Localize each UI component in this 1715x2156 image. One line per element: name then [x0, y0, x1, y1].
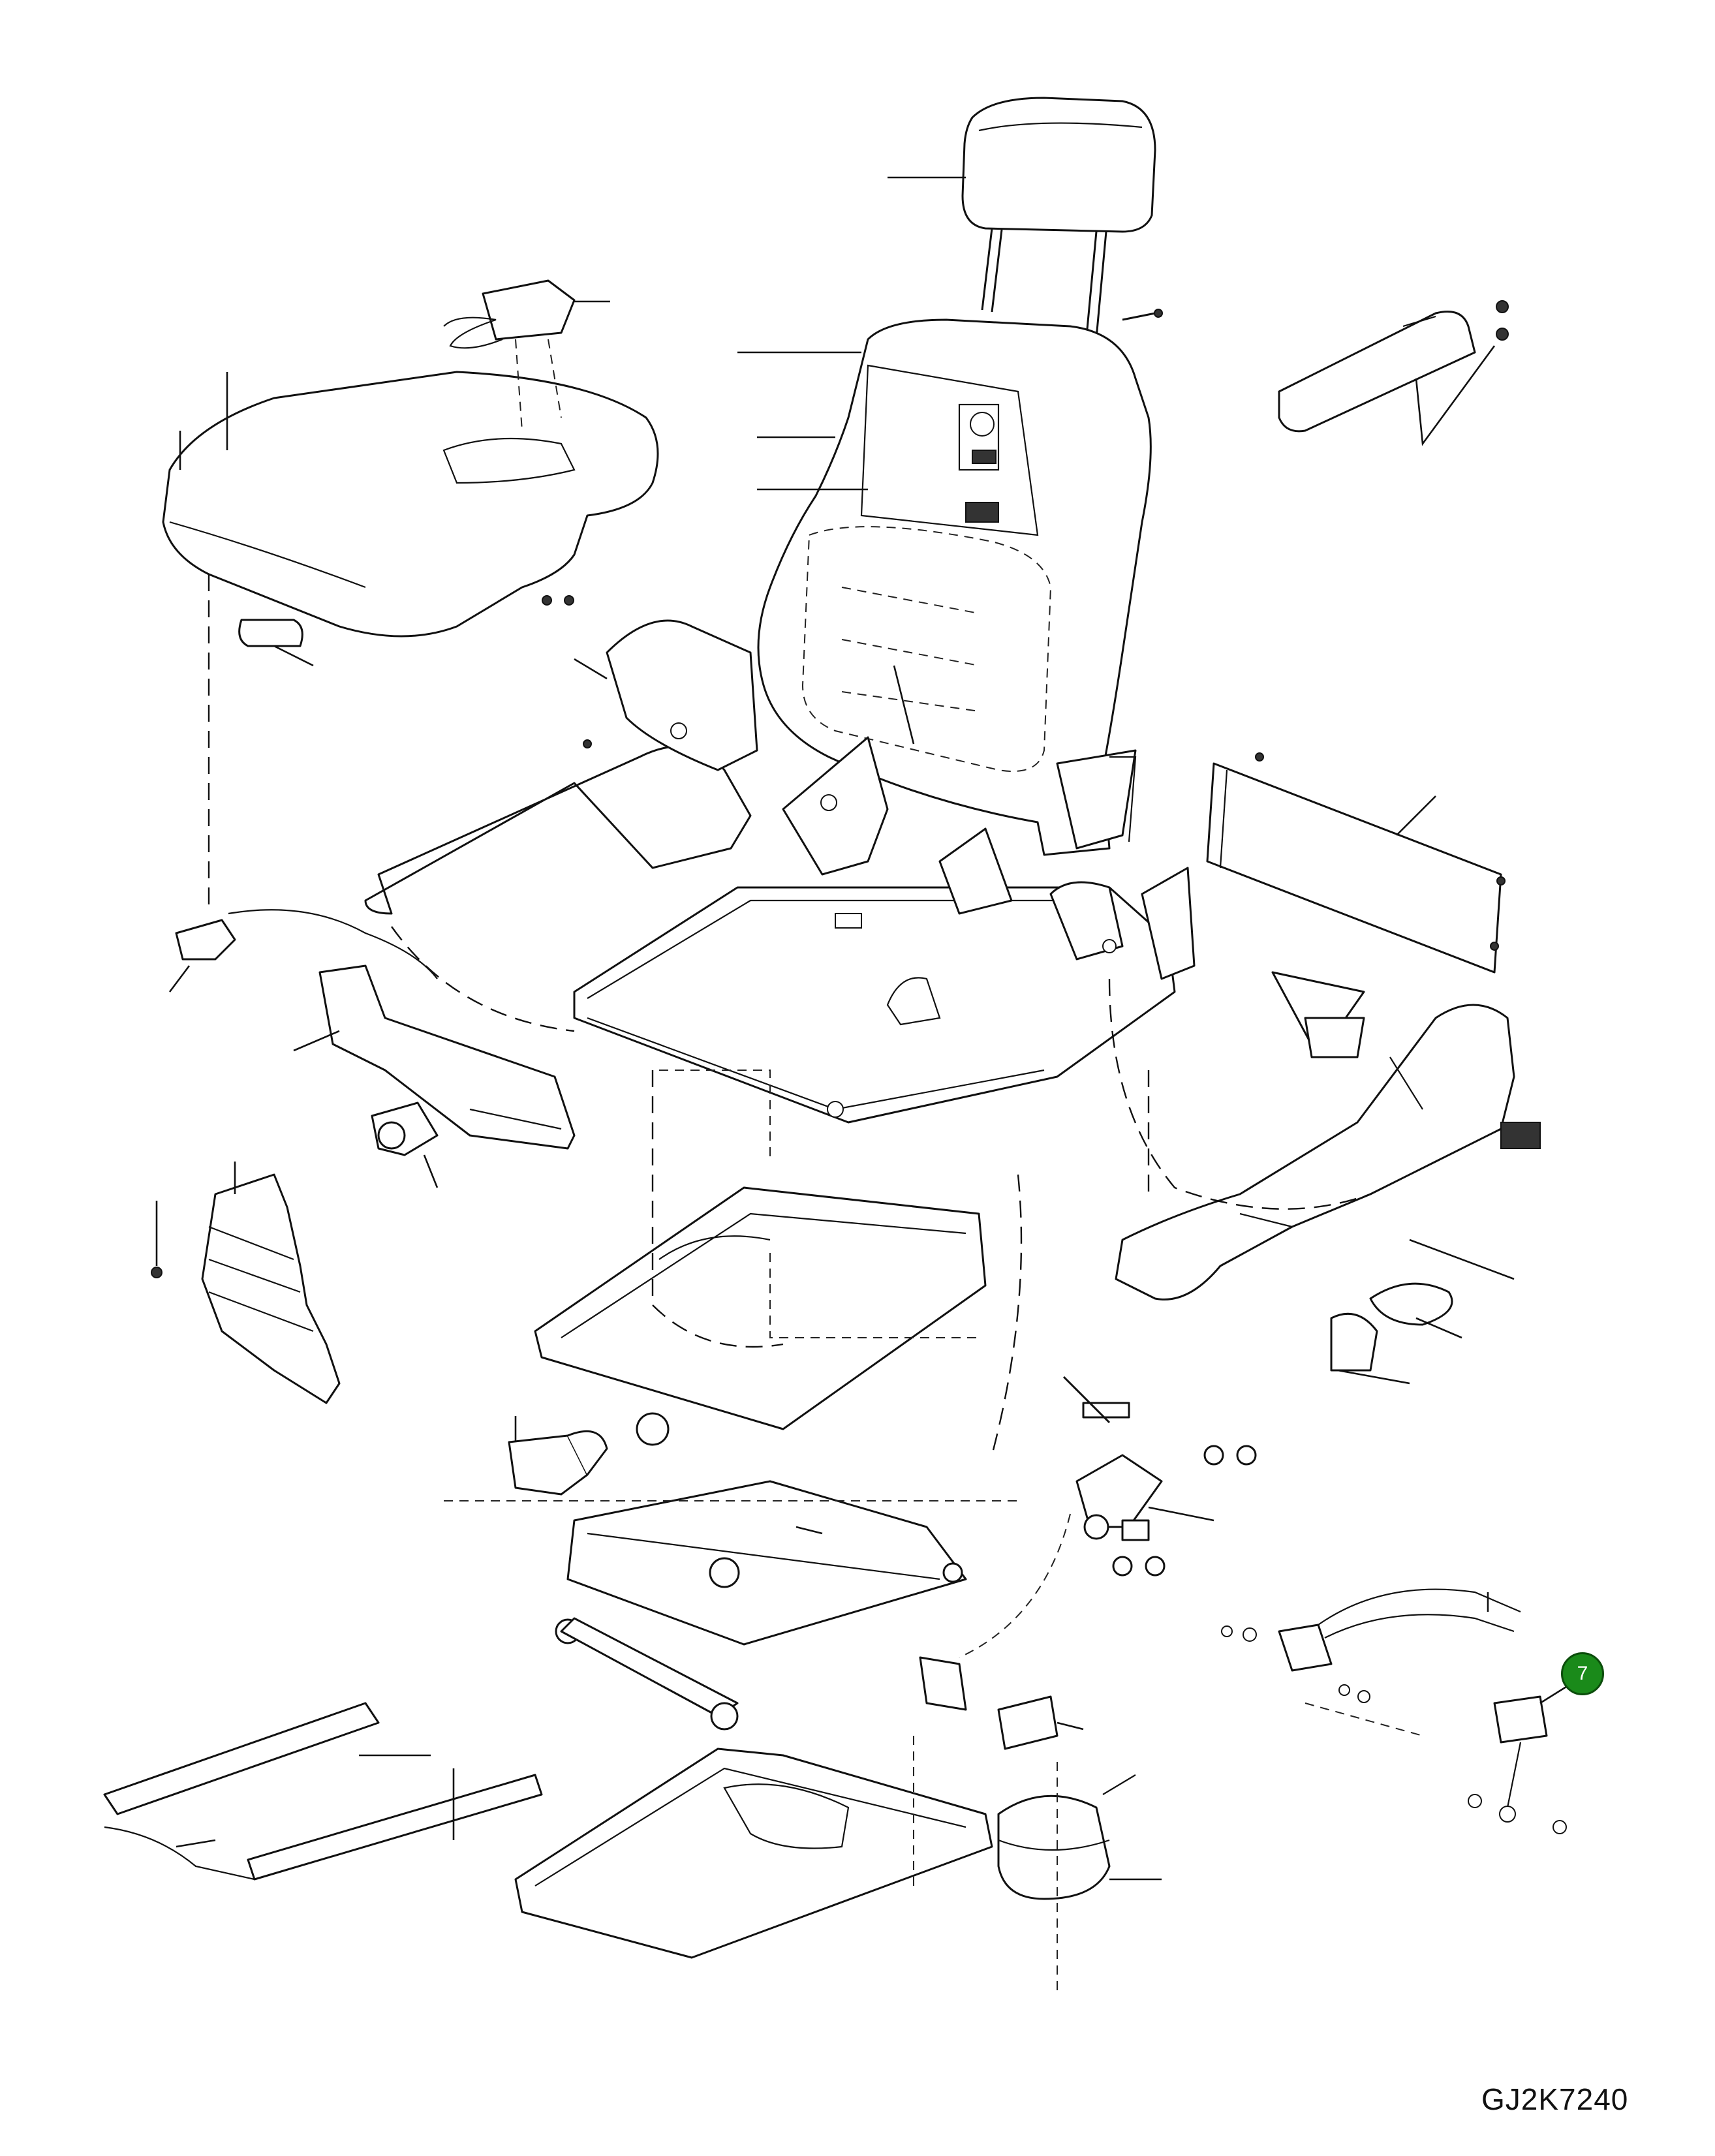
callout-label: 7: [1577, 1663, 1588, 1684]
lumbar-knob: [371, 1101, 439, 1156]
right-console: [1115, 1004, 1541, 1301]
scissor-mechanism: [555, 1480, 967, 1731]
drawing-code: GJ2K7240: [1481, 2082, 1629, 2116]
console-control: [1330, 1282, 1453, 1372]
leader-shock-absorber: [1148, 1506, 1214, 1522]
part-callout-7[interactable]: 7: [1561, 1652, 1604, 1695]
rear-cover-panel: [1206, 752, 1506, 974]
seat-belt: [1221, 1588, 1521, 1703]
leader-slide-rail-wire: [176, 1839, 216, 1848]
leader-armrest: [1415, 345, 1496, 446]
seat-cushion: [162, 371, 659, 638]
pin-set: [1062, 1376, 1257, 1577]
belt-buckle: [1468, 1695, 1567, 1834]
leader-console-wire: [1337, 1369, 1410, 1385]
leader-belt-buckle: [1539, 1686, 1567, 1704]
headrest: [961, 97, 1156, 339]
side-shield: [364, 619, 758, 915]
release-latch: [175, 909, 438, 979]
suspension-upper-plate: [534, 1186, 987, 1430]
air-spring: [997, 1774, 1136, 1900]
leader-rear-cover-panel: [1396, 795, 1436, 836]
assembly-lines: [208, 574, 1423, 1997]
leader-seat-back-foam: [893, 665, 915, 745]
base-frame: [514, 1748, 993, 1959]
leader-release-latch: [168, 965, 191, 993]
slide-rails: [103, 1702, 543, 1881]
shock-absorber: [1075, 1454, 1163, 1541]
leader-right-console: [1409, 1239, 1515, 1280]
leader-scissor: [796, 1526, 823, 1535]
suspension-bellows: [201, 1173, 341, 1404]
seat-back: [757, 318, 1152, 856]
seat-adjust-lever: [318, 964, 576, 1150]
bellows-screw: [151, 1267, 162, 1278]
seat-frame-side-plate: [782, 736, 1013, 915]
leader-control-valve: [1057, 1721, 1084, 1731]
seat-frame: [573, 867, 1196, 1124]
height-adjust-cylinder: [508, 1412, 670, 1496]
leader-adjust-lever: [293, 1030, 340, 1052]
cushion-handle: [238, 619, 303, 647]
leader-cushion-handle: [273, 645, 314, 667]
heater-connector: [443, 279, 576, 431]
leader-console-control: [1415, 1317, 1462, 1339]
leader-lumbar-knob: [423, 1154, 439, 1188]
armrest: [1278, 300, 1509, 433]
recline-bracket: [1271, 971, 1365, 1058]
leader-side-shield: [574, 658, 608, 680]
screw-back-top: [1122, 309, 1163, 321]
cover-plate: [919, 1656, 967, 1711]
control-valve: [997, 1695, 1058, 1750]
